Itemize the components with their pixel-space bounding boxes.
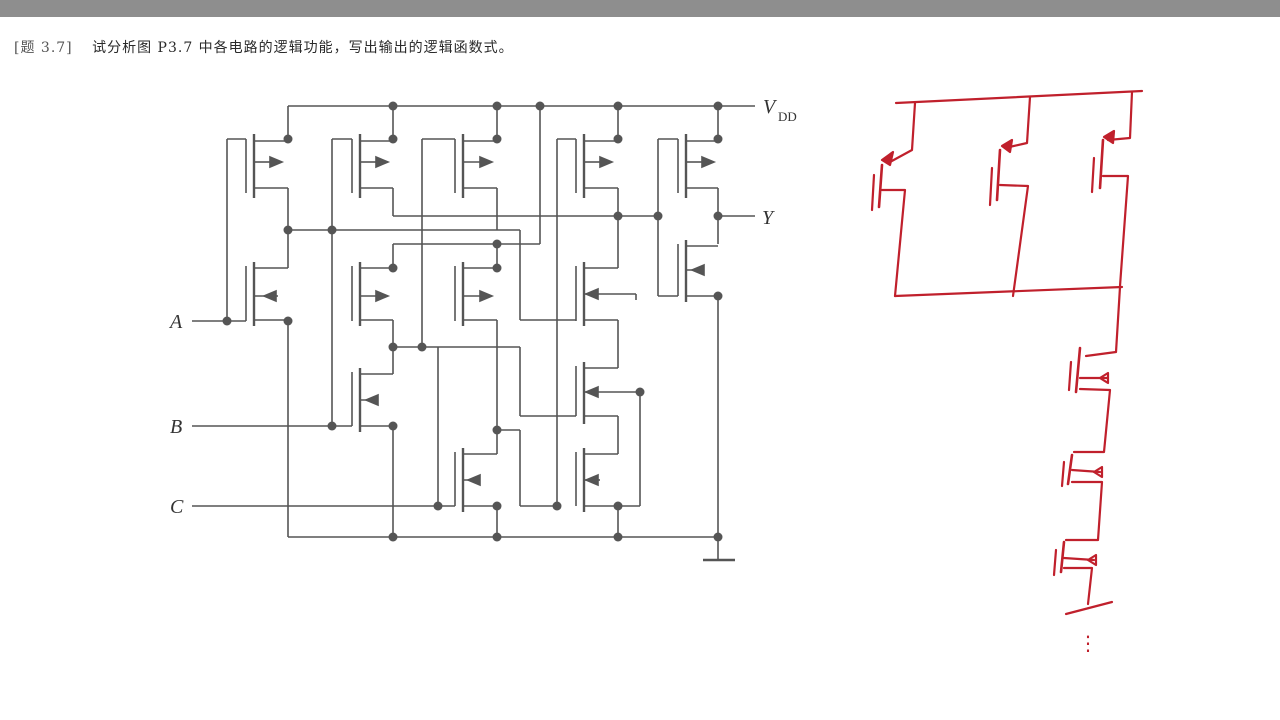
sketch-nmos3 <box>1064 480 1104 542</box>
sketch-ground-line <box>1064 600 1114 616</box>
question-number: [题 3.7] <box>14 40 73 56</box>
input-c-label: C <box>170 496 184 518</box>
sketch-mid-rail <box>893 285 1124 298</box>
nmos-c2 <box>437 347 557 537</box>
pmos-c <box>288 106 520 347</box>
vdd-subscript: DD <box>778 109 797 124</box>
sketch-top-rail <box>894 89 1144 105</box>
sketch-pmos3-top <box>1106 90 1134 142</box>
handwritten-sketch <box>870 89 1144 616</box>
video-top-bar <box>0 0 1280 17</box>
output-inverter <box>618 106 755 537</box>
nmos-d2 <box>575 342 640 440</box>
sketch-pmos1-top <box>888 101 917 164</box>
sketch-nmos1 <box>1084 285 1122 358</box>
nmos-d3 <box>575 294 641 537</box>
nmos-d1 <box>519 216 636 342</box>
nmos-b1 <box>331 230 394 426</box>
question-body: 试分析图 P3.7 中各电路的逻辑功能，写出输出的逻辑函数式。 <box>92 40 514 56</box>
output-y-label: Y <box>762 207 775 229</box>
input-b-label: B <box>170 416 182 438</box>
pmos-b <box>331 106 618 230</box>
nmos-c1 <box>393 243 540 430</box>
vdd-label: V <box>763 96 778 118</box>
question-text: [题 3.7] 试分析图 P3.7 中各电路的逻辑功能，写出输出的逻辑函数式。 <box>14 37 514 57</box>
junction-dots <box>222 101 723 542</box>
pmos-d <box>539 106 619 506</box>
sketch-ellipsis: ⋮ <box>1078 631 1098 655</box>
printed-circuit <box>192 105 755 562</box>
sketch-nmos2 <box>1072 387 1112 454</box>
pmos-a <box>226 106 289 321</box>
sketch-pmos2-top <box>1003 95 1032 150</box>
nmos-a <box>245 230 289 537</box>
nmos-b2 <box>351 347 394 537</box>
input-a-label: A <box>168 311 183 333</box>
